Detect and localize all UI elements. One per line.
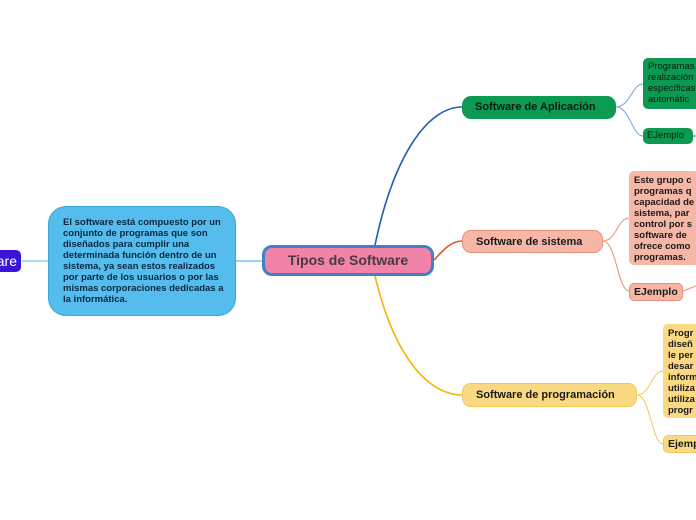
- programming-example-leaf[interactable]: Ejemp: [663, 435, 696, 453]
- application-description-leaf[interactable]: Programas realización específicas automá…: [643, 58, 696, 109]
- link-system-to-description: [602, 217, 630, 242]
- link-system-example-tail: [682, 285, 696, 292]
- programming-description-leaf[interactable]: Progr diseñ le per desar inform utiliza …: [663, 324, 696, 418]
- link-center-to-application: [374, 106, 463, 246]
- branch-programming-software[interactable]: Software de programación: [462, 383, 637, 407]
- software-description-node[interactable]: El software está compuesto por un conjun…: [48, 206, 236, 316]
- link-center-to-system: [433, 240, 463, 261]
- left-stub-node[interactable]: are: [0, 250, 21, 272]
- system-description-leaf[interactable]: Este grupo c programas q capacidad de si…: [629, 171, 696, 265]
- system-example-leaf[interactable]: EJemplo: [629, 283, 683, 301]
- link-center-to-programming: [374, 275, 463, 396]
- application-example-leaf[interactable]: EJemplo: [643, 128, 693, 144]
- link-programming-to-example: [636, 394, 664, 445]
- central-topic[interactable]: Tipos de Software: [262, 245, 434, 276]
- branch-application-software[interactable]: Software de Aplicación: [462, 96, 616, 119]
- branch-system-software[interactable]: Software de sistema: [462, 230, 603, 253]
- link-programming-to-description: [636, 370, 664, 396]
- link-application-to-description: [615, 83, 644, 108]
- software-description-text: El software está compuesto por un conjun…: [63, 217, 224, 305]
- link-application-to-example: [615, 106, 644, 137]
- link-system-to-example: [602, 240, 630, 292]
